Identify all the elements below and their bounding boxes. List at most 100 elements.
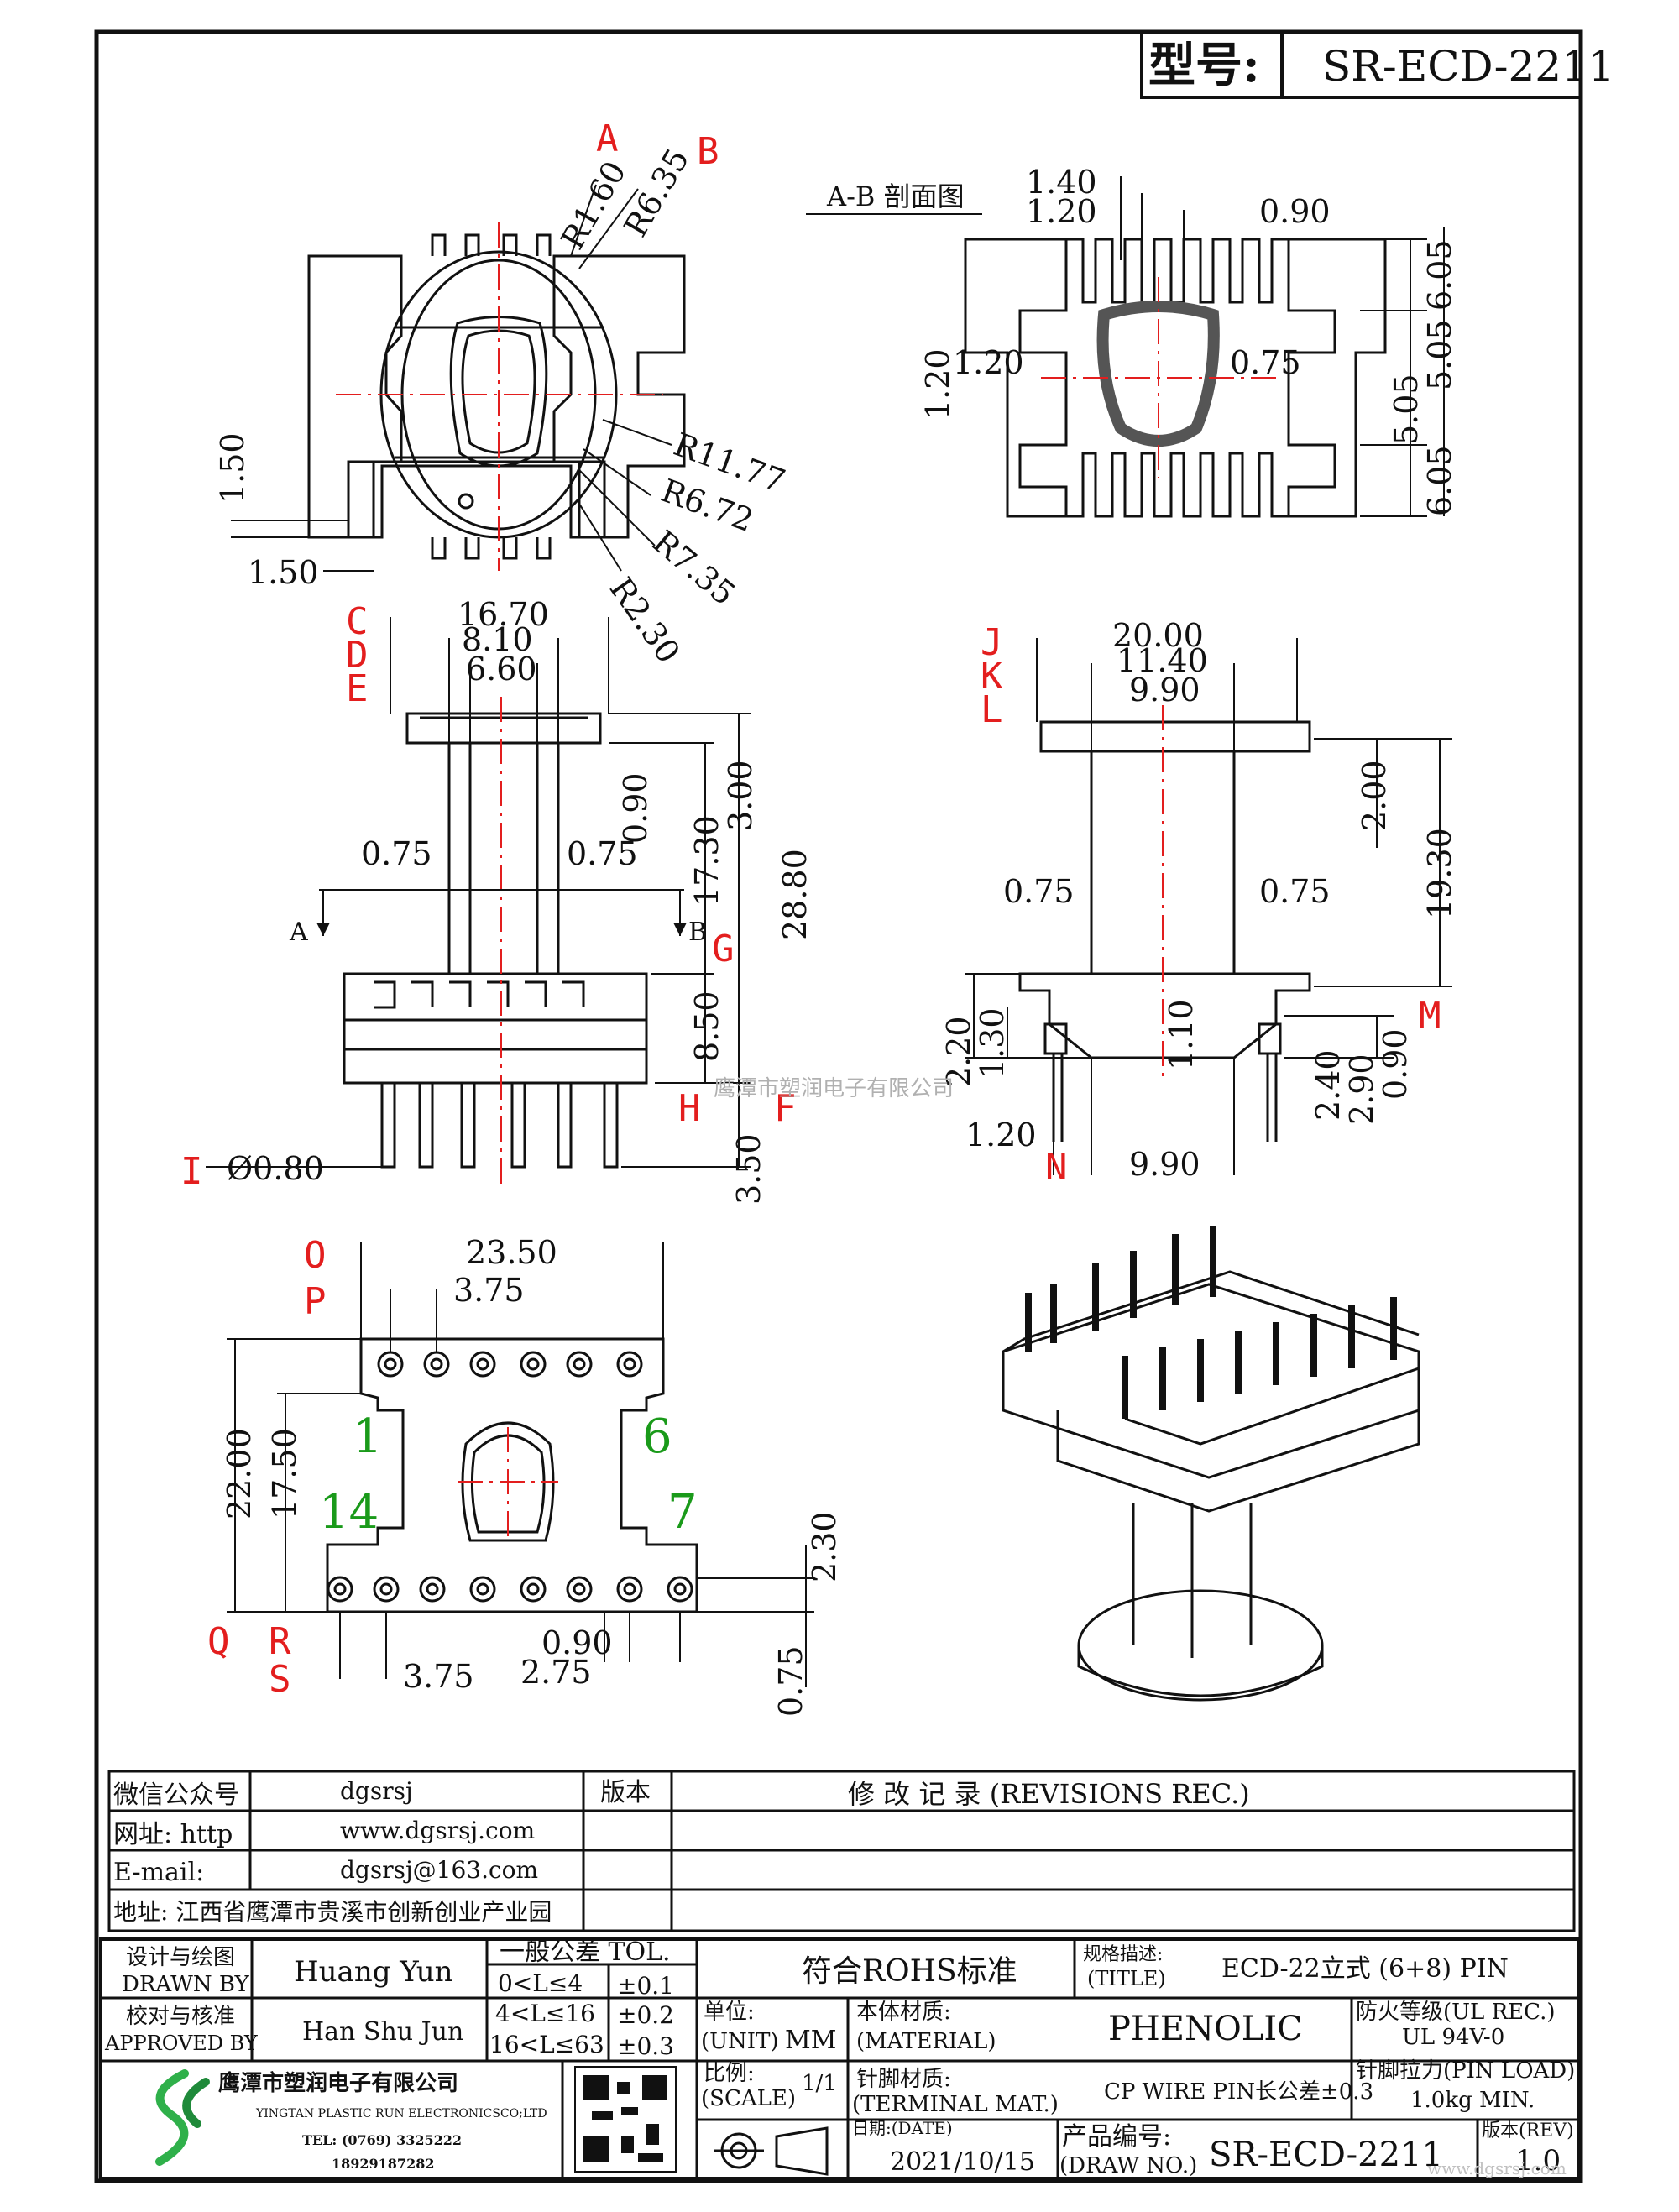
front-dim-090: 0.90 [617, 772, 654, 844]
label-a: A [596, 118, 619, 160]
address-label: 地址: 江西省鹰潭市贵溪市创新创业产业园 [113, 1898, 552, 1926]
title-en: (TITLE) [1087, 1967, 1166, 1990]
dim-r160: R1.60 [554, 154, 634, 255]
bottom-dim-2350: 23.50 [466, 1234, 557, 1271]
revisions-title: 修 改 记 录 (REVISIONS REC.) [848, 1778, 1250, 1810]
pin-load-value: 1.0kg MIN. [1410, 2088, 1535, 2113]
web-label: 网址: http [113, 1820, 233, 1849]
dim-150-horizontal: 1.50 [248, 554, 319, 591]
front-dim-080: Ø0.80 [227, 1150, 324, 1187]
dim-r635: R6.35 [617, 142, 697, 243]
label-q: Q [207, 1620, 230, 1663]
fire-rating-value: UL 94V-0 [1402, 2025, 1504, 2050]
section-title: A-B 剖面图 [826, 180, 965, 212]
tol-val-3: ±0.3 [617, 2032, 674, 2060]
revision-cn: 版本(REV) [1482, 2120, 1574, 2141]
terminal-cn: 针脚材质: [856, 2067, 951, 2092]
front-view [343, 712, 648, 1169]
watermark: 鹰潭市塑润电子有限公司 [714, 1076, 954, 1101]
dim-150-vertical: 1.50 [214, 432, 251, 504]
side-dim-110: 1.10 [1163, 999, 1200, 1070]
sec-dim-090: 0.90 [1259, 193, 1331, 230]
web-value: www.dgsrsj.com [340, 1817, 535, 1844]
terminal-value: CP WIRE PIN长公差±0.3 [1104, 2079, 1373, 2105]
unit-en: (UNIT) [701, 2029, 779, 2054]
label-m: M [1419, 995, 1441, 1038]
bottom-dim-2200: 22.00 [221, 1428, 258, 1519]
side-dim-220: 2.20 [940, 1016, 977, 1087]
approved-en: APPROVED BY [104, 2032, 259, 2055]
company-name-en: YINGTAN PLASTIC RUN ELECTRONICSCO;LTD [255, 2107, 547, 2120]
side-dim-2000: 20.00 [1112, 617, 1204, 654]
unit-cn: 单位: [704, 2000, 755, 2025]
pin-load-cn: 针脚拉力(PIN LOAD) [1356, 2058, 1575, 2084]
company-phone: 18929187282 [332, 2156, 434, 2172]
label-p: P [304, 1280, 327, 1323]
label-n: N [1045, 1146, 1068, 1189]
title-value: ECD-22立式 (6+8) PIN [1221, 1954, 1509, 1984]
approved-cn: 校对与核准 [126, 2004, 235, 2029]
dim-r735: R7.35 [646, 523, 742, 612]
bottom-view [326, 1337, 698, 1613]
pin-label-1: 1 [353, 1409, 383, 1464]
drawn-en: DRAWN BY [122, 1972, 250, 1997]
approved-value: Han Shu Jun [302, 2017, 463, 2047]
bottom-dim-375: 3.75 [453, 1272, 525, 1309]
front-dim-075-left: 0.75 [361, 835, 432, 872]
draw-no-cn: 产品编号: [1062, 2122, 1171, 2152]
tol-range-3: 16<L≤63 [489, 2031, 604, 2058]
revision-table [107, 1770, 1576, 1932]
section-view [964, 238, 1387, 518]
side-dim-1140: 11.40 [1117, 642, 1208, 679]
qr-code [583, 2075, 667, 2162]
front-dim-1670: 16.70 [458, 596, 549, 633]
side-dim-075-right: 0.75 [1259, 873, 1331, 910]
date-cn: 日期:(DATE) [852, 2118, 953, 2138]
label-g: G [712, 928, 735, 970]
front-dim-350: 3.50 [730, 1133, 767, 1205]
side-dim-990: 9.90 [1129, 672, 1200, 709]
front-dim-1730: 17.30 [688, 815, 725, 907]
unit-value: MM [785, 2026, 836, 2055]
bottom-pins [327, 1576, 693, 1603]
tolerance-head: 一般公差 TOL. [500, 1937, 671, 1967]
label-c: C [346, 600, 369, 643]
rohs-text: 符合ROHS标准 [802, 1954, 1017, 1989]
pin-label-14: 14 [319, 1485, 379, 1540]
front-dim-2880: 28.80 [777, 849, 813, 940]
pin-label-7: 7 [667, 1485, 698, 1540]
revision-value: 1.0 [1515, 2144, 1561, 2178]
draw-no-en: (DRAW NO.) [1059, 2153, 1197, 2178]
label-j: J [981, 621, 1003, 664]
tol-val-2: ±0.2 [617, 2001, 674, 2029]
label-s: S [269, 1658, 291, 1701]
tol-range-1: 0<L≤4 [498, 1969, 583, 1997]
side-dim-120: 1.20 [965, 1116, 1037, 1153]
email-value: dgsrsj@163.com [340, 1856, 538, 1884]
sec-dim-605a: 6.05 [1421, 239, 1458, 311]
top-pins [377, 1351, 643, 1378]
label-b: B [697, 130, 719, 173]
material-en: (MATERIAL) [856, 2029, 996, 2054]
front-dim-075-right: 0.75 [567, 835, 638, 872]
bottom-dim-275: 2.75 [520, 1654, 592, 1691]
title-cn: 规格描述: [1083, 1944, 1163, 1965]
fire-rating-cn: 防火等级(UL REC.) [1356, 2000, 1556, 2025]
model-value: SR-ECD-2211 [1322, 42, 1615, 91]
label-d: D [346, 634, 369, 677]
draw-no-value: SR-ECD-2211 [1209, 2136, 1443, 2174]
drawn-value: Huang Yun [294, 1955, 453, 1989]
front-dim-660: 6.60 [466, 651, 537, 688]
bottom-dim-075: 0.75 [772, 1645, 809, 1717]
terminal-en: (TERMINAL MAT.) [852, 2092, 1059, 2117]
dim-r230: R2.30 [603, 571, 688, 670]
front-dim-850: 8.50 [688, 991, 725, 1062]
section-mark-a: A [289, 918, 308, 947]
tol-val-1: ±0.1 [617, 1972, 674, 2000]
sec-dim-140: 1.40 [1026, 164, 1097, 201]
side-dim-200: 2.00 [1356, 760, 1393, 831]
version-label: 版本 [600, 1778, 651, 1807]
material-value: PHENOLIC [1108, 2010, 1303, 2048]
company-logo-icon [155, 2069, 210, 2166]
